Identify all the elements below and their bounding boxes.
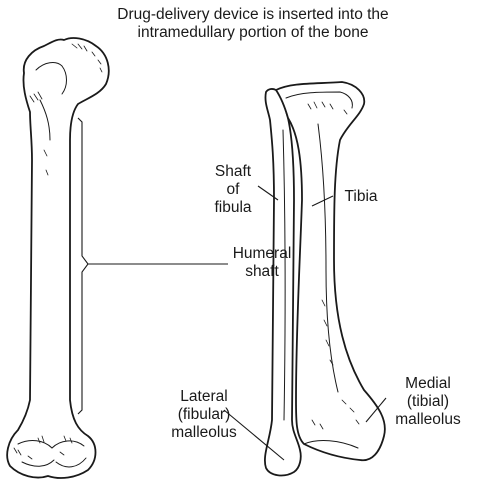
humerus-outline — [7, 38, 109, 478]
lateral-label-line-3: malleolus — [156, 424, 252, 442]
fibula-label-line-3: fibula — [202, 199, 264, 217]
medial-label-line-2: (tibial) — [383, 393, 473, 411]
humerus-bone — [7, 38, 109, 478]
humeral-shaft-label-line-2: shaft — [230, 263, 294, 281]
fibula-outline — [265, 89, 301, 476]
caption-line-2: intramedullary portion of the bone — [40, 24, 466, 42]
lateral-malleolus-label: Lateral (fibular) malleolus — [156, 388, 252, 442]
tibia-label: Tibia — [336, 188, 386, 206]
lateral-label-line-2: (fibular) — [156, 406, 252, 424]
fibula-bone — [265, 89, 301, 476]
humeral-shaft-label-line-1: Humeral — [230, 245, 294, 263]
medial-label-line-3: malleolus — [383, 411, 473, 429]
figure-caption: Drug-delivery device is inserted into th… — [40, 6, 466, 42]
shaft-of-fibula-label: Shaft of fibula — [202, 163, 264, 217]
fibula-label-line-1: Shaft — [202, 163, 264, 181]
caption-line-1: Drug-delivery device is inserted into th… — [40, 6, 466, 24]
fibula-label-line-2: of — [202, 181, 264, 199]
lateral-label-line-1: Lateral — [156, 388, 252, 406]
medial-label-line-1: Medial — [383, 375, 473, 393]
humeral-shaft-label: Humeral shaft — [230, 245, 294, 281]
medial-malleolus-label: Medial (tibial) malleolus — [383, 375, 473, 429]
humeral-shaft-bracket — [78, 118, 88, 414]
